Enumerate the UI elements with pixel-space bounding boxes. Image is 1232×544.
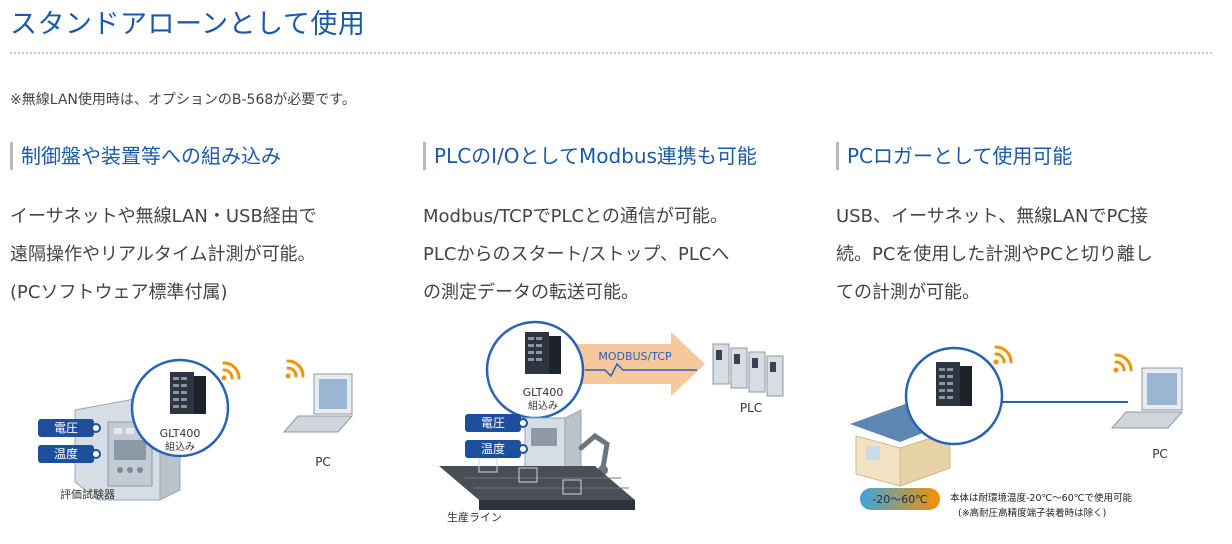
column-pc-logger: PCロガーとして使用可能 USB、イーサネット、無線LANでPC接 続。PCを使… [836,142,1228,312]
column-text-line: ての計測が可能。 [836,282,980,303]
voltage-tag: 電圧 [38,419,101,437]
pc-label: PC [315,455,331,469]
device-label-1: GLT400 [160,427,201,440]
modbus-protocol-label: MODBUS/TCP [598,350,672,363]
laptop-icon [282,373,354,433]
conveyor-belt [439,457,635,510]
wifi-icon [993,345,1013,365]
device-label-1: GLT400 [523,386,564,399]
column-plc: PLCのI/OとしてModbus連携も可能 Modbus/TCPでPLCとの通信… [423,142,815,312]
svg-text:温度: 温度 [481,441,505,456]
glt400-device [936,362,972,406]
temperature-range-badge [860,488,940,510]
temperature-range: -20〜60℃ [872,493,927,506]
modbus-arrow [555,332,705,396]
column-heading-embedded: 制御盤や装置等への組み込み [10,142,402,170]
column-text-line: の測定データの転送可能。 [423,282,639,303]
illustration-embedded: GLT400 組込み 電圧 温度 評価試験器 [30,350,400,540]
column-text-pc-logger: USB、イーサネット、無線LANでPC接 続。PCを使用した計測やPCと切り離し… [836,198,1228,312]
column-text-line: USB、イーサネット、無線LANでPC接 [836,206,1148,227]
column-text-line: 続。PCを使用した計測やPCと切り離し [836,244,1153,265]
laptop-icon [1110,367,1184,429]
svg-text:電圧: 電圧 [54,421,78,435]
plc-label: PLC [740,401,762,415]
svg-text:温度: 温度 [54,446,78,461]
wireless-lan-note: ※無線LAN使用時は、オプションのB-568が必要です。 [10,92,356,108]
title-divider [10,52,1212,54]
glt400-device [170,372,206,414]
illustration-plc: MODBUS/TCP GLT400 組込み PLC [435,318,815,540]
column-text-line: イーサネットや無線LAN・USB経由で [10,206,317,227]
device-label-2: 組込み [528,399,558,412]
column-text-line: (PCソフトウェア標準付属) [10,282,228,303]
page-title: スタンドアローンとして使用 [10,9,366,40]
column-text-embedded: イーサネットや無線LAN・USB経由で 遠隔操作やリアルタイム計測が可能。 (P… [10,198,402,312]
temperature-note: 本体は耐環境温度-20℃〜60℃で使用可能 [950,492,1132,504]
wifi-icon [285,359,305,379]
temperature-tag: 温度 [38,445,101,463]
column-text-line: Modbus/TCPでPLCとの通信が可能。 [423,206,728,227]
plc-caption: 生産ライン [447,510,502,524]
glt400-device [525,332,561,374]
column-embedded: 制御盤や装置等への組み込み イーサネットや無線LAN・USB経由で 遠隔操作やリ… [10,142,402,312]
column-text-line: PLCからのスタート/ストップ、PLCへ [423,244,730,265]
illustration-logger: PC -20〜60℃ 本体は耐環境温度-20℃〜60℃で使用可能 (※高耐圧高精… [846,338,1216,538]
column-heading-pc-logger: PCロガーとして使用可能 [836,142,1228,170]
svg-text:電圧: 電圧 [481,416,505,430]
wifi-icon [1113,353,1133,373]
column-text-line: 遠隔操作やリアルタイム計測が可能。 [10,244,316,265]
voltage-tag: 電圧 [465,414,528,432]
pc-label: PC [1152,447,1168,461]
column-text-plc: Modbus/TCPでPLCとの通信が可能。 PLCからのスタート/ストップ、P… [423,198,815,312]
device-label-2: 組込み [165,440,195,453]
plc-modules-icon [712,343,784,397]
temperature-tag: 温度 [465,440,528,458]
wifi-icon [221,361,241,381]
temperature-note-sub: (※高耐圧高精度端子装着時は除く) [958,507,1106,519]
column-heading-plc: PLCのI/OとしてModbus連携も可能 [423,142,815,170]
panel-caption: 評価試験器 [60,487,115,501]
